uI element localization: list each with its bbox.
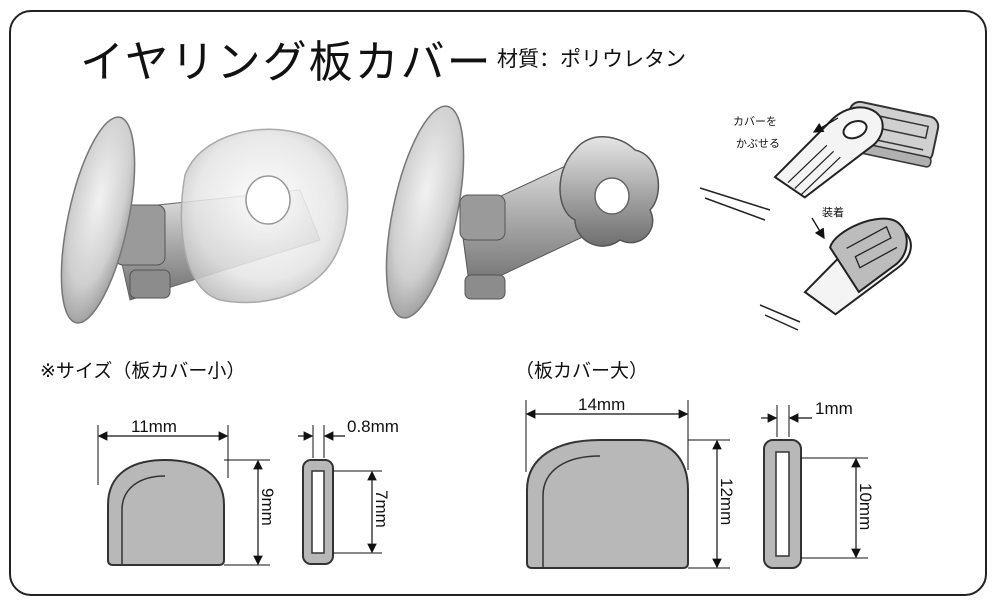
small-inner-label: 7mm [372,490,391,528]
cover-instruction-line2: かぶせる [736,137,780,150]
page-title: イヤリング板カバー [80,37,493,88]
installation-instruction-illustration: カバーを かぶせる 装着 [699,100,940,331]
large-height-dimension [688,439,730,569]
large-cover-front-shape [526,439,689,569]
earring-with-cover-photo [60,116,349,324]
small-width-dimension [97,425,229,485]
clip-before-icon [773,106,884,199]
small-cover-front-shape [107,458,225,566]
small-height-label: 9mm [258,488,277,526]
large-inner-dimension [801,457,868,559]
install-instruction: 装着 [822,205,844,219]
large-width-label: 14mm [578,395,625,414]
small-thickness-label: 0.8mm [347,417,399,436]
small-cover-side-shape [302,459,334,565]
small-height-dimension [224,459,270,566]
earring-without-cover-photo [385,105,660,319]
section-label-large: （板カバー大） [515,360,649,382]
large-thickness-label: 1mm [815,399,853,418]
small-thickness-dimension [298,425,345,458]
small-width-label: 11mm [131,417,177,436]
large-width-dimension [525,400,689,472]
section-label-small: ※サイズ（板カバー小） [40,360,246,382]
large-cover-side-shape [763,439,802,569]
cover-instruction-line1: カバーを [733,115,777,128]
material-label: 材質：ポリウレタン [497,47,686,71]
outer-frame [9,10,987,596]
small-inner-dimension [333,470,382,554]
large-height-label: 12mm [717,478,736,525]
large-inner-label: 10mm [856,483,875,530]
large-thickness-dimension [761,405,812,437]
clip-after-icon [803,217,912,316]
